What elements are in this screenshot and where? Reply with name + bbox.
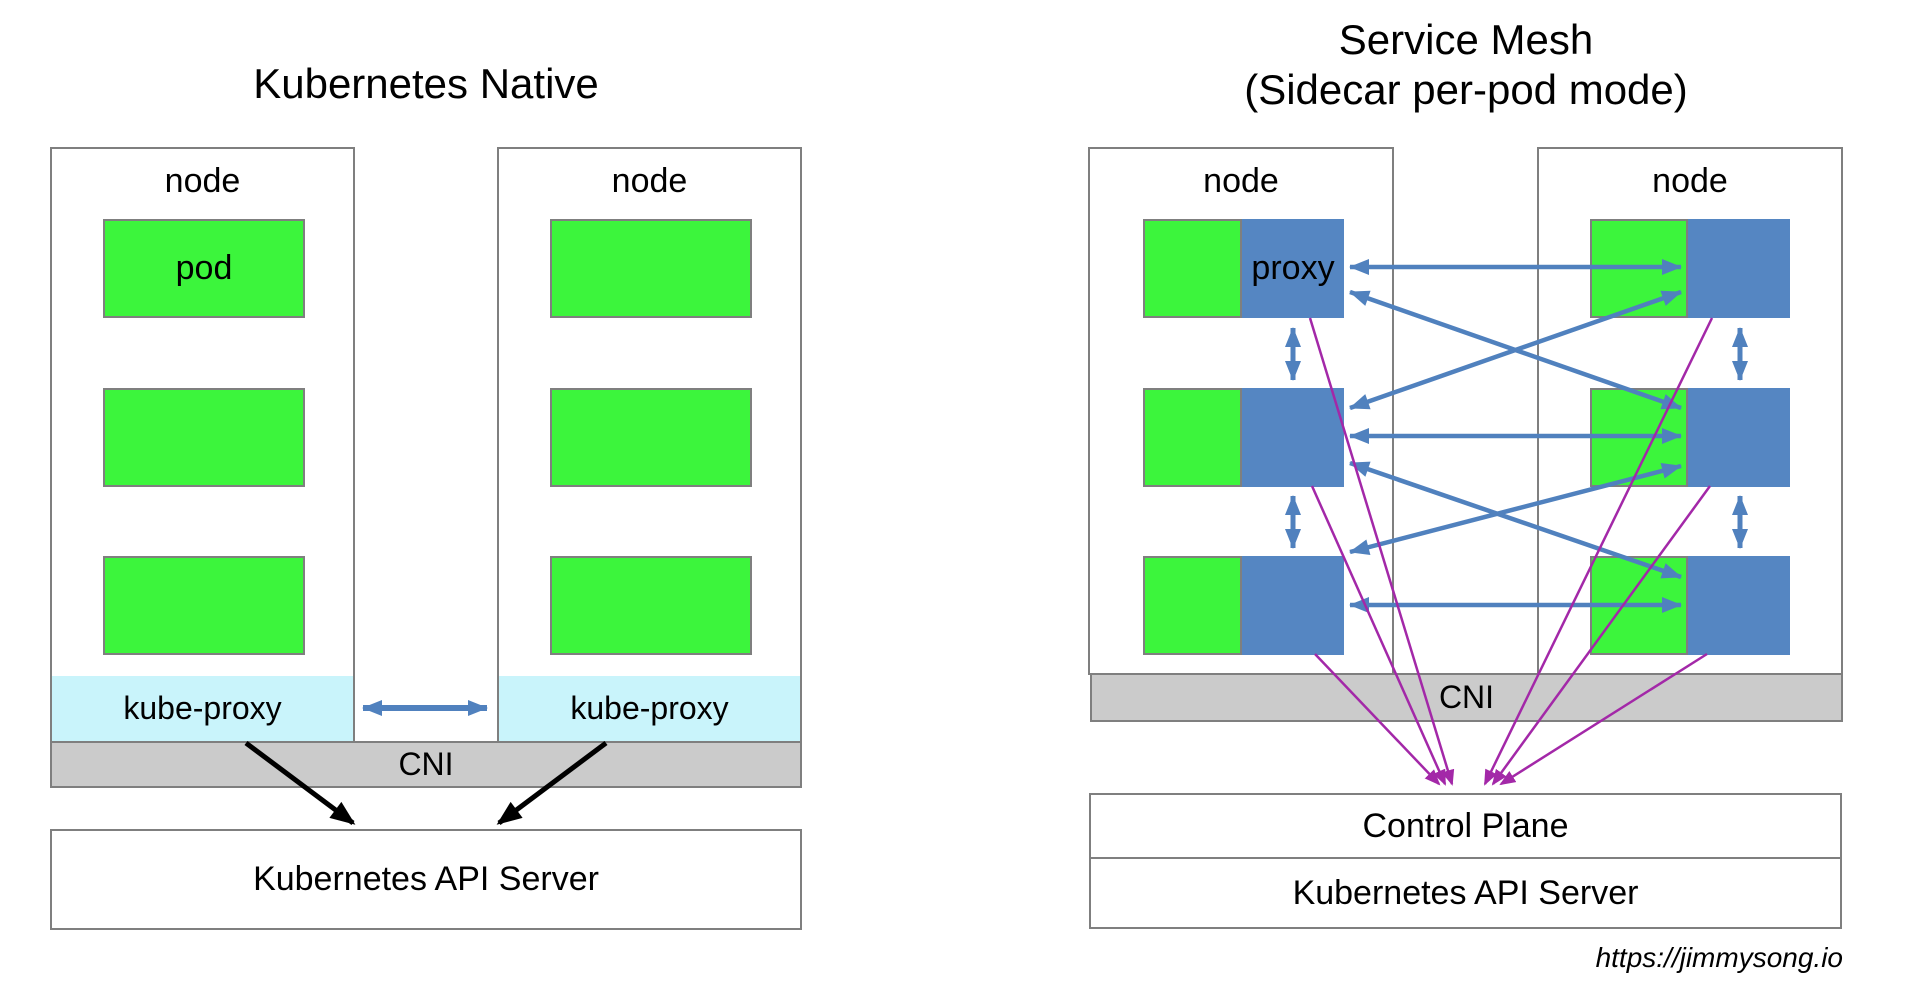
- kube-proxy-label: kube-proxy: [123, 690, 282, 726]
- control-plane-label: Control Plane: [1362, 806, 1569, 845]
- right-node-1-proxy-2: [1242, 388, 1344, 487]
- left-api-server-box: Kubernetes API Server: [50, 829, 802, 930]
- control-plane-box: Control Plane: [1089, 793, 1842, 859]
- left-node-1-pod-2: [103, 388, 305, 487]
- right-node-2-pod-3: [1590, 556, 1688, 655]
- right-node-2-pod-2: [1590, 388, 1688, 487]
- left-node-2-kube-proxy: kube-proxy: [499, 676, 800, 741]
- right-title-line1: Service Mesh: [1338, 16, 1594, 63]
- right-node-1: node proxy: [1088, 147, 1394, 675]
- right-node-1-proxy-3: [1242, 556, 1344, 655]
- cni-label: CNI: [1438, 679, 1495, 715]
- right-cni-bar: CNI: [1090, 673, 1843, 722]
- left-node-2-pod-2: [550, 388, 752, 487]
- left-node-1-pod-1: pod: [103, 219, 305, 318]
- left-node-1: node pod kube-proxy: [50, 147, 355, 743]
- api-server-label: Kubernetes API Server: [1292, 873, 1639, 912]
- proxy-label: proxy: [1251, 249, 1335, 287]
- right-node-2-label: node: [1652, 162, 1728, 200]
- left-node-2-pod-3: [550, 556, 752, 655]
- right-node-1-pod-2: [1143, 388, 1242, 487]
- right-node-2: node: [1537, 147, 1843, 675]
- right-node-1-proxy-1: proxy: [1242, 219, 1344, 318]
- pod-label: pod: [175, 249, 233, 287]
- right-node-2-proxy-2: [1688, 388, 1790, 487]
- api-server-label: Kubernetes API Server: [253, 860, 599, 898]
- left-node-2-label: node: [611, 162, 688, 200]
- cni-label: CNI: [398, 746, 454, 782]
- right-node-2-pod-1: [1590, 219, 1688, 318]
- left-cni-bar: CNI: [50, 741, 802, 788]
- credit-url: https://jimmysong.io: [1595, 942, 1843, 973]
- left-node-2: node kube-proxy: [497, 147, 802, 743]
- right-title-line2: (Sidecar per-pod mode): [1244, 66, 1688, 113]
- left-node-2-pod-1: [550, 219, 752, 318]
- right-node-1-label: node: [1203, 162, 1279, 200]
- right-diagram-title: Service Mesh(Sidecar per-pod mode): [1089, 15, 1843, 115]
- kube-proxy-label: kube-proxy: [570, 690, 729, 726]
- left-node-1-label: node: [164, 162, 241, 200]
- right-node-2-proxy-3: [1688, 556, 1790, 655]
- right-node-1-pod-3: [1143, 556, 1242, 655]
- left-diagram-title: Kubernetes Native: [253, 60, 599, 107]
- right-node-2-proxy-1: [1688, 219, 1790, 318]
- left-node-1-pod-3: [103, 556, 305, 655]
- left-node-1-kube-proxy: kube-proxy: [52, 676, 353, 741]
- right-node-1-pod-1: [1143, 219, 1242, 318]
- right-api-server-box: Kubernetes API Server: [1089, 857, 1842, 929]
